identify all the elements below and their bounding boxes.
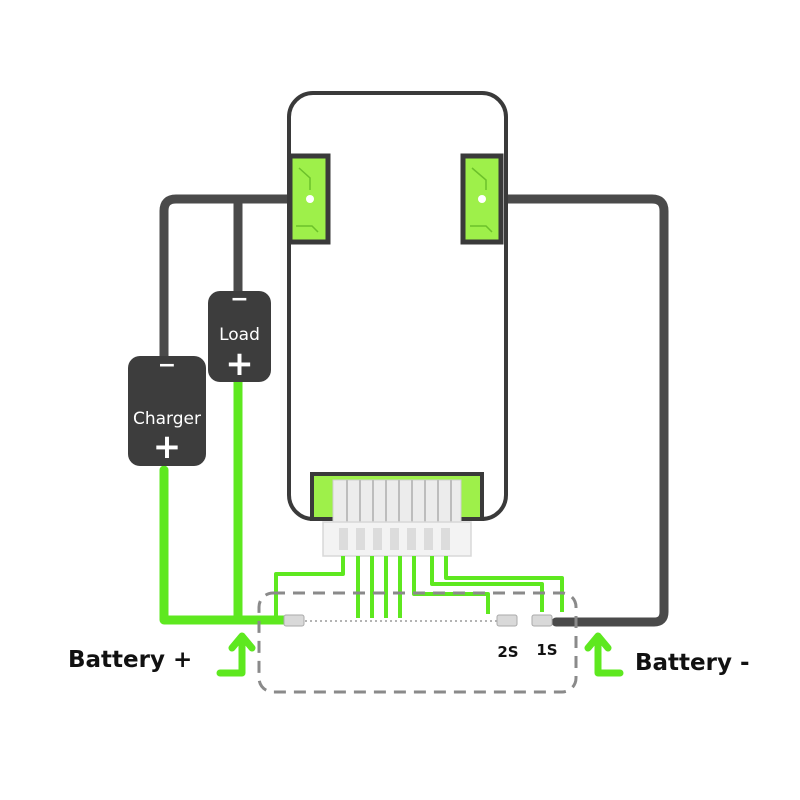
arrow-up-icon bbox=[216, 632, 256, 677]
cell-terminal-2s bbox=[496, 614, 518, 627]
charger-terminal: − Charger + bbox=[128, 353, 206, 467]
balance-wires bbox=[274, 556, 564, 618]
battery-plus-label: Battery + bbox=[68, 647, 192, 673]
load-terminal: − Load + bbox=[208, 287, 271, 384]
pad-left-hole bbox=[306, 195, 314, 203]
charger-plus-sign: + bbox=[153, 427, 182, 467]
balance-connector-pins bbox=[346, 480, 452, 522]
charger-label: Charger bbox=[133, 409, 201, 429]
dark-wires bbox=[159, 194, 669, 627]
charger-box bbox=[128, 356, 206, 466]
cell-terminal-1s bbox=[531, 614, 553, 627]
battery-pack-outline bbox=[257, 591, 578, 694]
wire-charger-plus bbox=[159, 465, 289, 625]
load-plus-sign: + bbox=[225, 344, 254, 384]
load-label: Load bbox=[219, 325, 260, 345]
cell-2s-label: 2S bbox=[497, 643, 518, 661]
pad-left bbox=[287, 153, 331, 245]
battery-plus-wires bbox=[159, 377, 289, 625]
balance-connector-body bbox=[332, 479, 462, 523]
bms-board bbox=[287, 91, 508, 557]
cell-1s-label: 1S bbox=[536, 641, 557, 659]
cell-terminals bbox=[283, 614, 553, 627]
load-box bbox=[208, 291, 271, 382]
wire-pcb-to-charger-minus bbox=[159, 194, 312, 365]
pad-right-hole bbox=[478, 195, 486, 203]
wire-pcb-to-battery-minus bbox=[479, 194, 669, 627]
cell-terminal-left bbox=[283, 614, 305, 627]
arrow-up-icon bbox=[584, 632, 624, 677]
charger-minus-sign: − bbox=[158, 353, 176, 378]
battery-minus-label: Battery - bbox=[635, 650, 750, 676]
load-minus-sign: − bbox=[230, 287, 248, 312]
